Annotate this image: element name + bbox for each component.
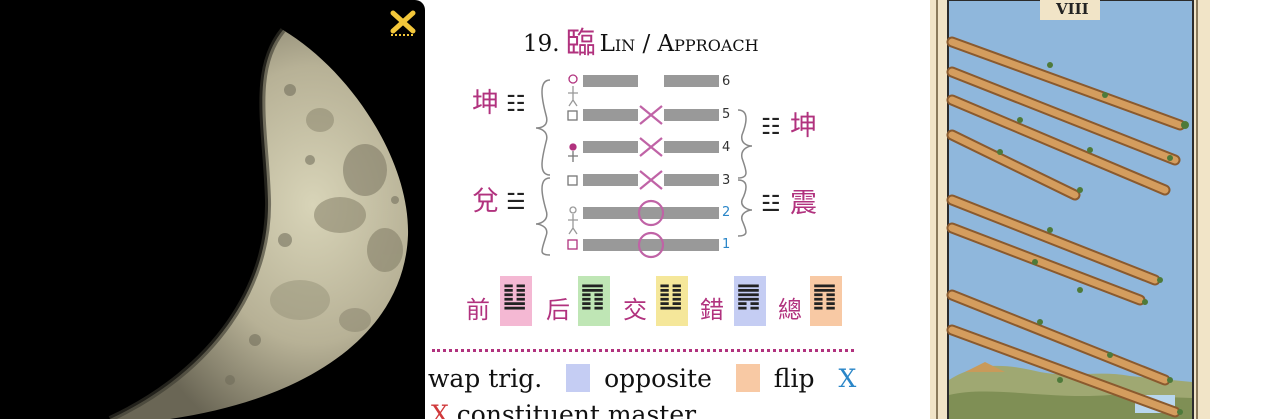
moon-image (108, 28, 409, 419)
upper-trigram-icon: ☷ (506, 92, 526, 117)
relation-opposite-button[interactable]: ䷠ (734, 276, 766, 326)
hexagram-number: 19. (523, 31, 560, 57)
line-number-5: 5 (722, 107, 731, 122)
relation-exchange-button[interactable]: ䷗ (656, 276, 688, 326)
lower-trigram-name: 兌 (472, 186, 499, 217)
close-button[interactable] (388, 10, 418, 38)
legend-flip: flip (773, 364, 815, 393)
relation-label-before: 前 (466, 296, 490, 324)
hexagram-character: 臨 (565, 26, 596, 61)
hexagram-name: Lin / Approach (599, 31, 759, 57)
legend-opposite-swatch (566, 364, 591, 392)
line-number-2: 2 (722, 205, 731, 220)
legend-master-marker: X (431, 400, 449, 419)
relation-label-after: 后 (546, 296, 570, 324)
line-number-6: 6 (722, 74, 731, 89)
hexagram-lines-diagram (535, 74, 753, 259)
nuclear-lower-trigram-icon: ☳ (761, 192, 781, 217)
relation-label-total: 總 (778, 296, 802, 324)
relation-hexagram-icon: ䷒ (502, 279, 528, 312)
line-number-4: 4 (722, 140, 731, 155)
relation-hexagram-icon: ䷓ (812, 279, 838, 312)
line-number-3: 3 (722, 173, 731, 188)
legend-flip-swatch (735, 364, 760, 392)
lower-trigram-icon: ☱ (506, 190, 526, 215)
section-divider (432, 349, 854, 352)
upper-trigram-name: 坤 (472, 88, 499, 119)
legend-opposite: opposite (604, 364, 712, 393)
relation-label-exchange: 交 (623, 296, 647, 324)
relation-hexagram-icon: ䷠ (736, 279, 762, 312)
relation-after-button[interactable]: ䷓ (578, 276, 610, 326)
brace-right-lower (737, 179, 753, 237)
nuclear-upper-trigram-icon: ☷ (761, 115, 781, 140)
relation-hexagram-icon: ䷗ (658, 279, 684, 312)
legend-swap-trig: wap trig. (428, 364, 543, 393)
nuclear-lower-trigram-name: 震 (790, 188, 817, 219)
legend-line-2: X constituent master (431, 400, 696, 419)
relation-label-opposite: 錯 (700, 296, 724, 324)
relation-total-button[interactable]: ䷓ (810, 276, 842, 326)
tarot-card-image (930, 0, 1210, 419)
relation-hexagram-icon: ䷓ (580, 279, 606, 312)
line-number-1: 1 (722, 237, 731, 252)
legend-line-1: wap trig. opposite flip X lea (428, 364, 858, 393)
relation-before-button[interactable]: ䷒ (500, 276, 532, 326)
nuclear-upper-trigram-name: 坤 (790, 111, 817, 142)
brace-right-upper (737, 109, 753, 179)
close-x-icon (390, 10, 416, 36)
legend-lead-marker: X (838, 364, 857, 393)
brace-left-lower (535, 177, 551, 256)
tarot-card-numeral: VIII (1056, 0, 1089, 18)
brace-left-upper (535, 79, 551, 176)
legend-master: constituent master (456, 400, 697, 419)
tarot-card-panel: VIII (930, 0, 1210, 419)
moon-image-panel (0, 0, 425, 419)
